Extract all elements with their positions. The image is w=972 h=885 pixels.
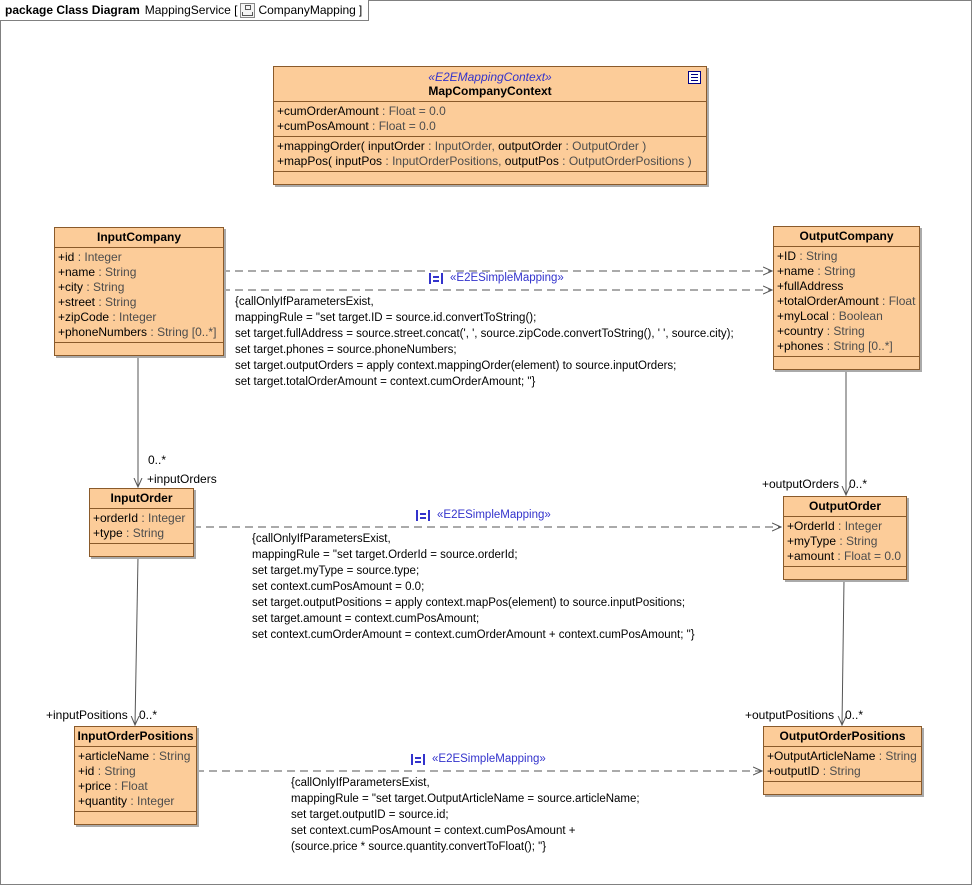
attribute[interactable]: +myType : String: [787, 534, 878, 548]
attribute[interactable]: +myLocal : Boolean: [777, 309, 883, 323]
output-order-attributes: +OrderId : Integer +myType : String +amo…: [784, 517, 906, 567]
attribute[interactable]: +amount : Float = 0.0: [787, 549, 902, 563]
attribute[interactable]: +OrderId : Integer: [787, 519, 883, 533]
company-mapping-label[interactable]: «E2ESimpleMapping»: [429, 272, 564, 284]
output-positions-role: +outputPositions: [745, 708, 835, 722]
output-order-positions-class[interactable]: OutputOrderPositions +OutputArticleName …: [763, 726, 922, 795]
input-company-class[interactable]: InputCompany +id : Integer +name : Strin…: [54, 227, 224, 356]
context-operation[interactable]: +mapPos( inputPos : InputOrderPositions,…: [277, 154, 692, 168]
diagram-header: package Class Diagram MappingService [ C…: [0, 0, 370, 21]
output-positions-multiplicity: 0..*: [845, 708, 864, 722]
output-company-operations: [774, 357, 919, 369]
company-mapping-rule: {callOnlyIfParametersExist, mappingRule …: [235, 296, 734, 388]
output-orders-multiplicity: 0..*: [849, 477, 868, 491]
input-positions-multiplicity: 0..*: [139, 708, 158, 722]
attribute[interactable]: +articleName : String: [78, 749, 191, 763]
positions-mapping-rule: {callOnlyIfParametersExist, mappingRule …: [291, 777, 640, 853]
input-order-operations: [90, 544, 193, 556]
diagram-kind: package Class Diagram: [5, 3, 140, 17]
context-operation[interactable]: +mappingOrder( inputOrder : InputOrder, …: [277, 139, 647, 153]
input-order-class[interactable]: InputOrder +orderId : Integer +type : St…: [89, 488, 194, 557]
map-company-context-class[interactable]: «E2EMappingContext» MapCompanyContext +c…: [273, 66, 707, 185]
attribute[interactable]: +zipCode : Integer: [58, 310, 157, 324]
simple-mapping-icon: [429, 272, 443, 284]
order-mapping-rule: {callOnlyIfParametersExist, mappingRule …: [252, 533, 695, 641]
attribute[interactable]: +name : String: [777, 264, 856, 278]
attribute[interactable]: +id : Integer: [58, 250, 122, 264]
output-company-name: OutputCompany: [774, 227, 919, 247]
output-positions-association[interactable]: [842, 579, 844, 725]
output-order-name: OutputOrder: [784, 497, 906, 517]
attribute[interactable]: +country : String: [777, 324, 865, 338]
attribute[interactable]: +outputID : String: [767, 764, 861, 778]
input-positions-name: InputOrderPositions: [75, 727, 196, 747]
input-order-name: InputOrder: [90, 489, 193, 509]
input-positions-attributes: +articleName : String +id : String +pric…: [75, 747, 196, 812]
context-stereotype: «E2EMappingContext»: [428, 70, 552, 84]
attribute[interactable]: +orderId : Integer: [93, 511, 186, 525]
attribute[interactable]: +id : String: [78, 764, 136, 778]
input-company-name: InputCompany: [55, 228, 223, 248]
package-name: MappingService [: [144, 3, 238, 17]
input-positions-association[interactable]: [135, 556, 138, 725]
context-empty-compartment: [274, 172, 706, 184]
output-order-operations: [784, 567, 906, 579]
context-attributes: +cumOrderAmount : Float = 0.0 +cumPosAmo…: [274, 102, 706, 137]
attribute[interactable]: +fullAddress: [777, 279, 844, 293]
attribute[interactable]: +phoneNumbers : String [0..*]: [58, 325, 217, 339]
positions-mapping-label[interactable]: «E2ESimpleMapping»: [411, 753, 546, 765]
attribute[interactable]: +street : String: [58, 295, 137, 309]
order-mapping-label[interactable]: «E2ESimpleMapping»: [416, 509, 551, 521]
output-company-class[interactable]: OutputCompany +ID : String +name : Strin…: [773, 226, 920, 370]
class-compartments-icon: [688, 71, 701, 84]
context-attribute[interactable]: +cumOrderAmount : Float = 0.0: [277, 104, 446, 118]
input-order-attributes: +orderId : Integer +type : String: [90, 509, 193, 544]
output-positions-name: OutputOrderPositions: [764, 727, 921, 747]
input-orders-multiplicity: 0..*: [148, 453, 167, 467]
attribute[interactable]: +quantity : Integer: [78, 794, 175, 808]
context-operations: +mappingOrder( inputOrder : InputOrder, …: [274, 137, 706, 172]
attribute[interactable]: +OutputArticleName : String: [767, 749, 917, 763]
input-order-positions-class[interactable]: InputOrderPositions +articleName : Strin…: [74, 726, 197, 825]
attribute[interactable]: +type : String: [93, 526, 165, 540]
header-close-bracket: ]: [358, 3, 363, 17]
input-positions-role: +inputPositions: [46, 708, 128, 722]
output-orders-role: +outputOrders: [762, 477, 840, 491]
input-company-attributes: +id : Integer +name : String +city : Str…: [55, 248, 223, 343]
simple-mapping-icon: [411, 753, 425, 765]
input-orders-role: +inputOrders: [147, 472, 217, 486]
attribute[interactable]: +name : String: [58, 265, 137, 279]
attribute[interactable]: +totalOrderAmount : Float: [777, 294, 916, 308]
attribute[interactable]: +city : String: [58, 280, 125, 294]
attribute[interactable]: +phones : String [0..*]: [777, 339, 893, 353]
simple-mapping-icon: [416, 509, 430, 521]
attribute[interactable]: +price : Float: [78, 779, 148, 793]
context-name: MapCompanyContext: [428, 84, 552, 98]
output-positions-attributes: +OutputArticleName : String +outputID : …: [764, 747, 921, 782]
input-company-operations: [55, 343, 223, 355]
input-positions-operations: [75, 812, 196, 824]
attribute[interactable]: +ID : String: [777, 249, 838, 263]
output-order-class[interactable]: OutputOrder +OrderId : Integer +myType :…: [783, 496, 907, 580]
output-positions-operations: [764, 782, 921, 794]
output-company-attributes: +ID : String +name : String +fullAddress…: [774, 247, 919, 357]
diagram-name: CompanyMapping: [258, 3, 356, 17]
context-attribute[interactable]: +cumPosAmount : Float = 0.0: [277, 119, 436, 133]
class-diagram-icon: [240, 2, 256, 18]
